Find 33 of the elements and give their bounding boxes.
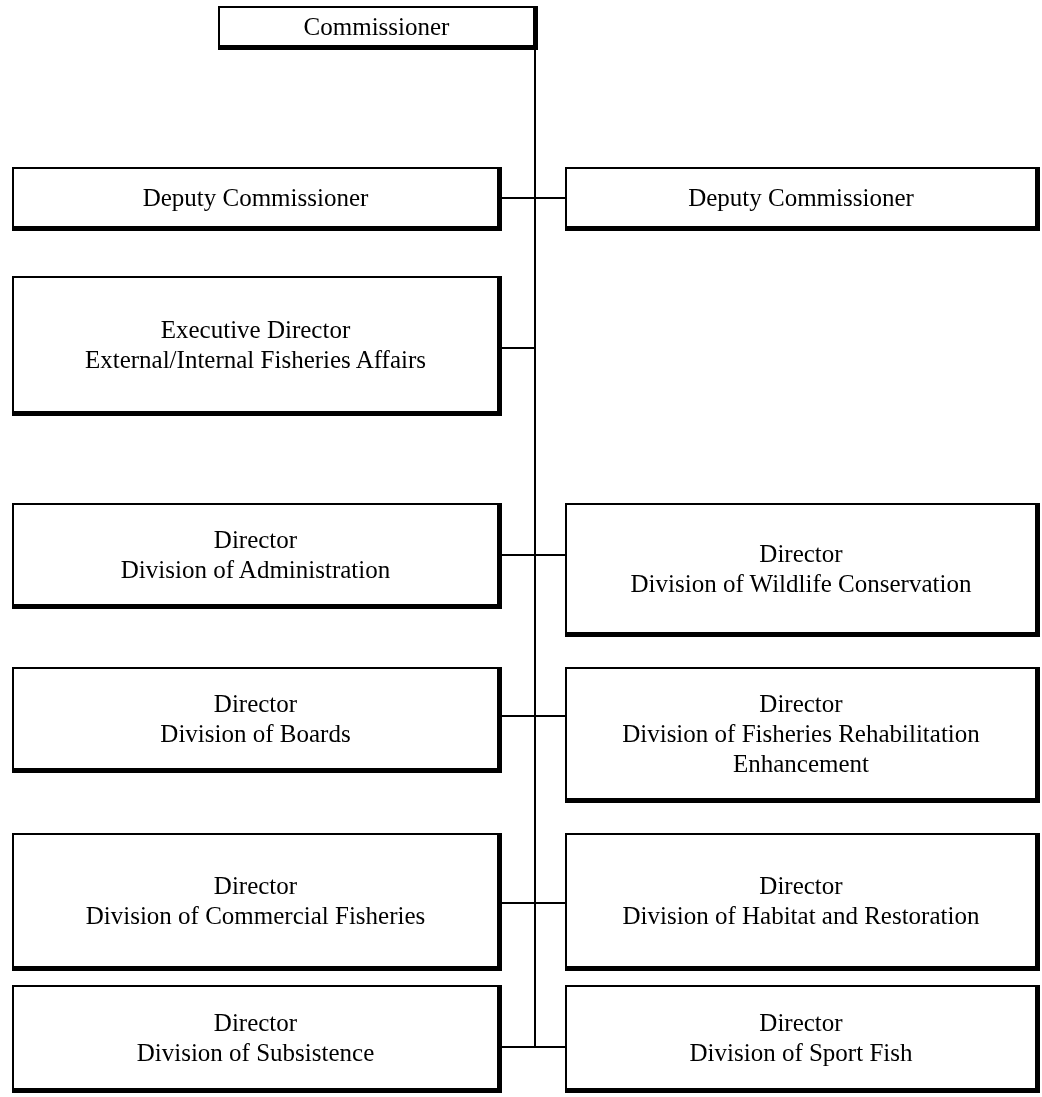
org-box: [12, 833, 502, 971]
position-title: Executive Director: [160, 314, 351, 345]
org-box: [12, 985, 502, 1093]
unit-name: Division of Subsistence: [136, 1037, 375, 1068]
org-box: [12, 167, 502, 231]
unit-name: Deputy Commissioner: [688, 182, 914, 213]
org-box: [12, 667, 502, 773]
org-box: [565, 667, 1040, 803]
org-box: [12, 276, 502, 416]
position-title: Director: [759, 688, 843, 719]
org-box: [565, 833, 1040, 971]
unit-name: Deputy Commissioner: [142, 182, 369, 213]
org-box: [565, 503, 1040, 637]
unit-name: External/Internal Fisheries Affairs: [84, 344, 427, 375]
position-title: Director: [759, 870, 843, 901]
position-title: Director: [213, 688, 298, 719]
position-title: Director: [759, 538, 843, 569]
org-box: [218, 6, 538, 50]
unit-name: Commissioner: [303, 11, 450, 42]
org-box: [12, 503, 502, 609]
position-title: Director: [213, 1007, 298, 1038]
unit-name: Division of Commercial Fisheries: [85, 900, 426, 931]
org-box: [565, 167, 1040, 231]
unit-name: Division of Habitat and Restoration: [622, 900, 980, 931]
unit-name: Division of Fisheries Rehabilitation Enhancement: [621, 718, 981, 779]
unit-name: Division of Administration: [120, 554, 391, 585]
org-box: [565, 985, 1040, 1093]
position-title: Director: [213, 524, 298, 555]
position-title: Director: [759, 1007, 843, 1038]
unit-name: Division of Boards: [160, 718, 351, 749]
position-title: Director: [213, 870, 298, 901]
unit-name: Division of Wildlife Conservation: [630, 568, 972, 599]
unit-name: Division of Sport Fish: [689, 1037, 913, 1068]
